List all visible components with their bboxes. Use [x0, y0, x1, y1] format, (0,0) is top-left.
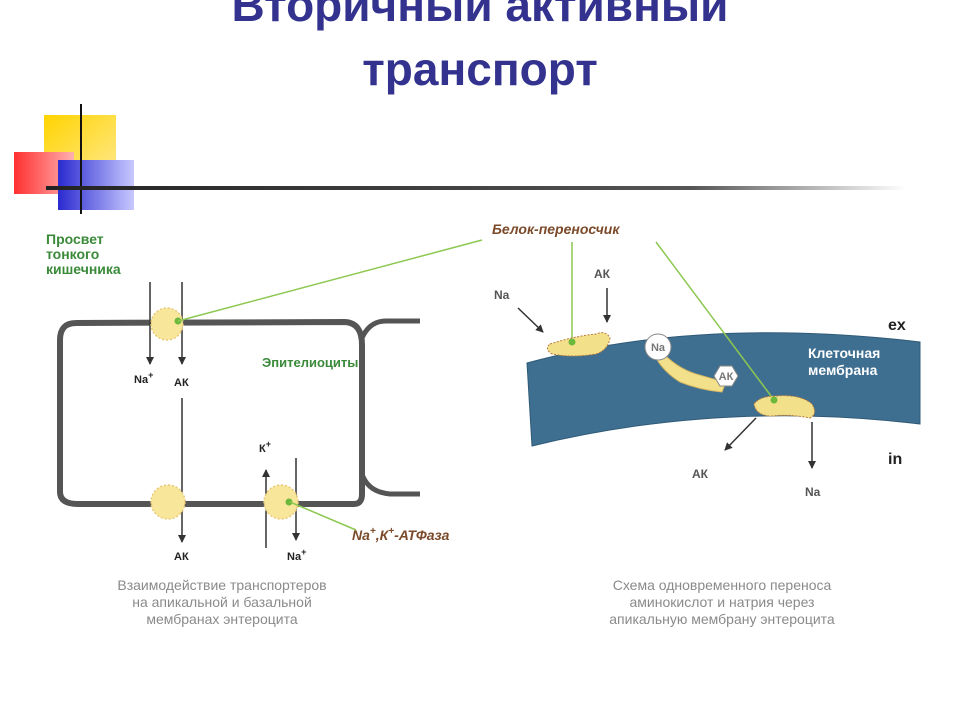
na-in-label: Na	[494, 288, 510, 302]
na-out-label: Na	[805, 485, 821, 499]
bound-na-label: Na	[651, 342, 666, 354]
lumen-label-line2: тонкого	[46, 246, 99, 262]
decorative-squares	[14, 104, 134, 214]
right-caption-line1: Схема одновременного переноса	[613, 577, 832, 593]
carrier-callout-line-left	[177, 239, 483, 322]
arrow-na-in	[517, 307, 544, 333]
basal-na-label: Na+	[287, 547, 306, 563]
k-label: К+	[259, 439, 271, 455]
carrier-callout-line-right	[655, 241, 775, 401]
carrier-protein-transit	[655, 349, 727, 393]
basal-ak-transporter	[150, 484, 186, 520]
membrane-label-line1: Клеточная	[808, 345, 880, 361]
right-diagram: Белок-переносчик Na АК Na АК АК	[177, 221, 921, 627]
horizontal-rule	[46, 186, 906, 190]
epithelial-label: Эпителиоциты	[262, 355, 358, 370]
left-diagram: Просвет тонкого кишечника Na+ АК Эпители…	[46, 231, 450, 627]
ex-label: ex	[888, 317, 906, 334]
apical-transporter	[150, 307, 184, 341]
atpase-label: Na+,К+-АТФаза	[352, 526, 450, 543]
carrier-label: Белок-переносчик	[492, 221, 620, 237]
apical-na-label: Na+	[134, 370, 153, 386]
bound-ak-hexagon	[713, 365, 739, 387]
blue-square	[58, 160, 134, 210]
arrow-ak-out	[724, 417, 757, 451]
bound-na-bubble	[644, 333, 672, 361]
neighbor-cell-outline-top	[359, 318, 420, 340]
callout-dot-carrier-top	[568, 338, 576, 346]
lumen-label-line3: кишечника	[46, 261, 121, 277]
in-label: in	[888, 451, 902, 468]
carrier-protein-inner	[753, 395, 816, 419]
apical-ak-label: АК	[174, 377, 189, 389]
carrier-protein-outer	[546, 332, 611, 357]
left-caption-line3: мембранах энтероцита	[146, 611, 297, 627]
slide-title-line1: Вторичный активный	[231, 0, 729, 31]
cell-outline	[57, 318, 365, 507]
na-k-atpase-transporter	[263, 484, 299, 520]
membrane-label-line2: мембрана	[808, 362, 878, 378]
slide-title-line2: транспорт	[362, 43, 598, 95]
ak-out-label: АК	[692, 467, 709, 481]
right-caption-line3: апикальную мембрану энтероцита	[609, 611, 835, 627]
left-caption-line1: Взаимодействие транспортеров	[117, 577, 326, 593]
left-caption-line2: на апикальной и базальной	[132, 594, 312, 610]
neighbor-cell-outline-bottom	[359, 473, 420, 497]
bound-ak-label: АК	[719, 371, 734, 383]
atpase-callout-line	[289, 501, 357, 531]
ak-in-label: АК	[594, 267, 611, 281]
callout-dot-carrier-bottom	[770, 396, 778, 404]
basal-ak-label: АК	[174, 551, 189, 563]
lumen-label-line1: Просвет	[46, 231, 104, 247]
right-caption-line2: аминокислот и натрия через	[630, 594, 815, 610]
callout-dot-atpase	[285, 498, 293, 506]
